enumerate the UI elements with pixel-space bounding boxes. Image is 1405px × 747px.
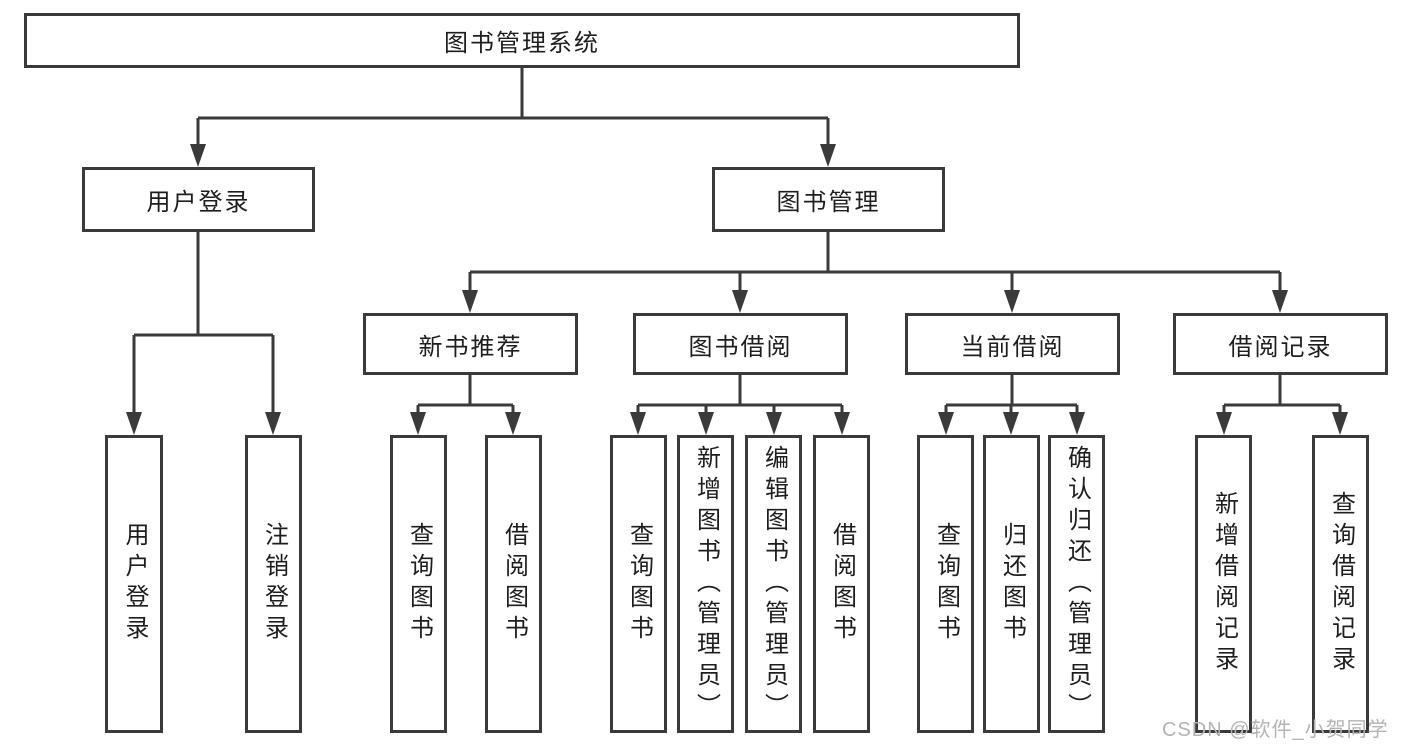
node-leaf-borrow-rec: 借阅图书	[485, 435, 542, 733]
node-leaf-logout: 注销登录	[245, 435, 302, 733]
node-label: 图书借阅	[688, 333, 793, 361]
node-leaf-add-record: 新增借阅记录	[1195, 435, 1252, 733]
node-leaf-query-record: 查询借阅记录	[1312, 435, 1369, 733]
node-leaf-query-borrow: 查询图书	[610, 435, 667, 733]
node-leaf-borrow-book: 借阅图书	[813, 435, 870, 733]
node-leaf-add-book: 新增图书（管理员）	[677, 435, 734, 733]
node-label: 用户登录	[121, 522, 148, 646]
arrowhead-icon	[190, 144, 206, 167]
arrowhead-icon	[410, 412, 426, 435]
node-label: 查询图书	[405, 522, 433, 646]
node-leaf-query-rec: 查询图书	[390, 435, 447, 733]
arrowhead-icon	[1216, 412, 1232, 435]
node-root: 图书管理系统	[24, 13, 1020, 68]
node-label: 编辑图书（管理员）	[760, 444, 788, 724]
node-borrow-records: 借阅记录	[1173, 313, 1388, 375]
node-label: 新书推荐	[418, 333, 523, 361]
arrowhead-icon	[938, 412, 954, 435]
node-label: 当前借阅	[960, 333, 1065, 361]
arrowhead-icon	[505, 412, 521, 435]
node-leaf-user-login: 用户登录	[105, 435, 163, 733]
node-user-login: 用户登录	[82, 167, 315, 232]
node-label: 图书管理	[776, 189, 881, 216]
node-book-mgmt: 图书管理	[712, 167, 945, 232]
node-current-borrow: 当前借阅	[905, 313, 1120, 375]
arrowhead-icon	[462, 290, 478, 313]
arrowhead-icon	[1069, 412, 1085, 435]
arrowhead-icon	[1332, 412, 1348, 435]
node-new-book-rec: 新书推荐	[363, 313, 578, 375]
node-label: 查询借阅记录	[1327, 491, 1355, 677]
csdn-watermark: CSDN @软件_小贺同学	[1162, 719, 1389, 741]
arrowhead-icon	[766, 412, 782, 435]
arrowhead-icon	[732, 290, 748, 313]
arrowhead-icon	[1004, 290, 1020, 313]
arrowhead-icon	[698, 412, 714, 435]
arrowhead-icon	[820, 144, 836, 167]
node-label: 确认归还（管理员）	[1063, 444, 1091, 724]
node-label: 借阅记录	[1228, 333, 1333, 361]
node-label: 借阅图书	[500, 522, 528, 646]
node-leaf-edit-book: 编辑图书（管理员）	[745, 435, 802, 733]
node-book-borrow: 图书借阅	[633, 313, 848, 375]
node-label: 图书管理系统	[444, 30, 600, 57]
node-label: 新增图书（管理员）	[692, 444, 720, 724]
node-label: 新增借阅记录	[1210, 491, 1238, 677]
arrowhead-icon	[265, 412, 281, 435]
node-label: 查询图书	[625, 522, 653, 646]
node-label: 用户登录	[146, 189, 251, 216]
node-label: 归还图书	[998, 522, 1026, 646]
arrowhead-icon	[630, 412, 646, 435]
node-label: 借阅图书	[828, 522, 856, 646]
node-label: 注销登录	[260, 522, 288, 646]
node-leaf-query-current: 查询图书	[917, 435, 974, 733]
node-leaf-return-book: 归还图书	[983, 435, 1040, 733]
node-leaf-confirm-return: 确认归还（管理员）	[1048, 435, 1105, 733]
arrowhead-icon	[1003, 412, 1019, 435]
arrowhead-icon	[834, 412, 850, 435]
arrowhead-icon	[126, 412, 142, 435]
arrowhead-icon	[1272, 290, 1288, 313]
node-label: 查询图书	[932, 522, 960, 646]
